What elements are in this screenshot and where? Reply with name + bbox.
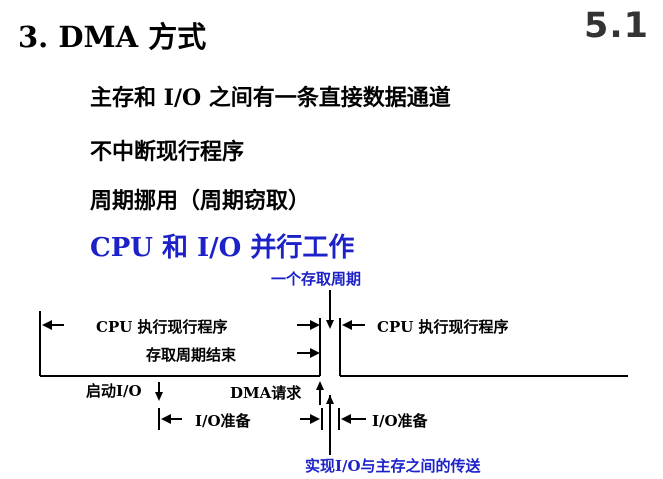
- cpu-executing-left-label: CPU 执行现行程序: [96, 318, 228, 336]
- access-cycle-label: 一个存取周期: [271, 270, 362, 288]
- slide-title: 3. DMA 方式: [18, 20, 207, 54]
- bullet-no-interrupt: 不中断现行程序: [90, 139, 245, 165]
- io-prep-left-label: I/O准备: [195, 412, 251, 430]
- bullet-parallel-work: CPU 和 I/O 并行工作: [90, 233, 355, 263]
- io-prep-right-label: I/O准备: [372, 412, 428, 430]
- start-io-label: 启动I/O: [86, 382, 142, 400]
- cpu-executing-right-label: CPU 执行现行程序: [377, 318, 509, 336]
- bullet-cycle-stealing: 周期挪用（周期窃取）: [90, 188, 311, 214]
- dma-request-label: DMA请求: [230, 384, 302, 402]
- cycle-end-label: 存取周期结束: [146, 346, 237, 364]
- slide-number: 5.1: [583, 6, 649, 46]
- transfer-label: 实现I/O与主存之间的传送: [305, 457, 481, 475]
- bullet-direct-channel: 主存和 I/O 之间有一条直接数据通道: [90, 85, 451, 111]
